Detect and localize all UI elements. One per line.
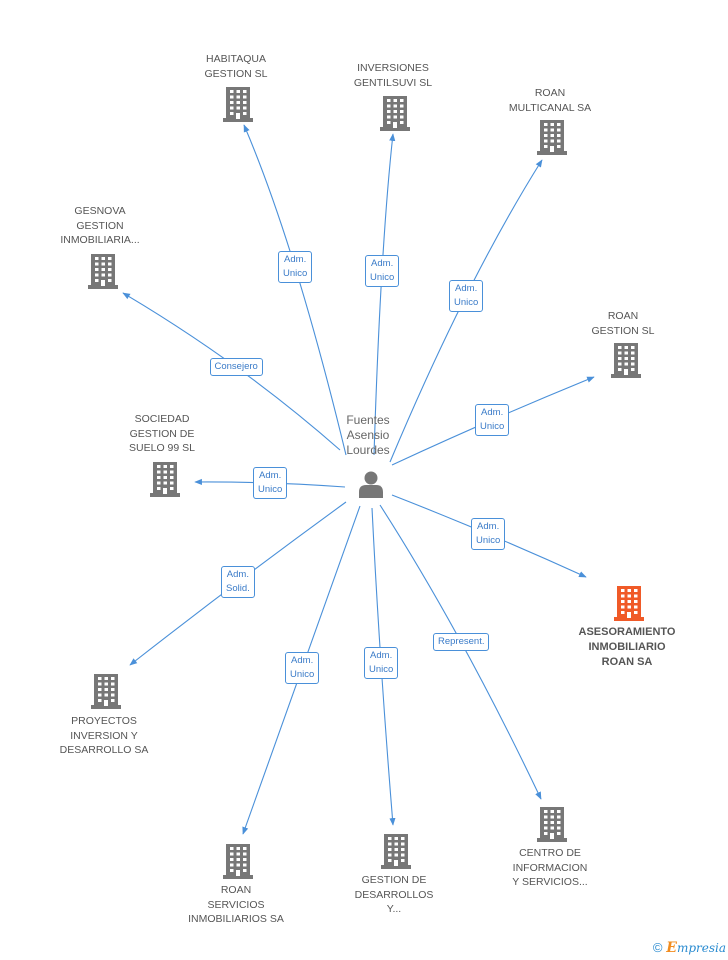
company-name-label[interactable]: SOCIEDAD GESTION DE SUELO 99 SL	[129, 413, 195, 454]
relation-label: Adm. Unico	[364, 647, 399, 679]
relation-label: Adm. Unico	[471, 518, 506, 550]
person-name-label[interactable]: Fuentes Asensio Lourdes	[346, 413, 390, 457]
company-name-label[interactable]: ROAN GESTION SL	[591, 310, 655, 337]
company-building-icon[interactable]	[150, 461, 180, 502]
brand-logo-text: mpresia	[676, 941, 726, 955]
company-building-icon[interactable]	[611, 342, 641, 383]
company-building-icon[interactable]	[88, 253, 118, 294]
company-name-label[interactable]: HABITAQUA GESTION SL	[204, 53, 268, 80]
company-name-label[interactable]: ROAN SERVICIOS INMOBILIARIOS SA	[188, 884, 284, 925]
copyright-symbol: ©	[652, 940, 663, 955]
relation-edge	[379, 504, 542, 800]
company-name-label[interactable]: CENTRO DE INFORMACION Y SERVICIOS...	[512, 847, 588, 888]
relation-label: Adm. Solid.	[221, 566, 255, 598]
company-name-label[interactable]: INVERSIONES GENTILSUVI SL	[353, 62, 433, 89]
company-building-icon[interactable]	[91, 673, 121, 714]
company-name-label[interactable]: GESTION DE DESARROLLOS Y...	[354, 874, 434, 915]
relation-label: Consejero	[209, 358, 263, 376]
relation-label: Adm. Unico	[253, 467, 288, 499]
brand-logo-letter: E	[666, 940, 677, 956]
company-name-label[interactable]: GESNOVA GESTION INMOBILIARIA...	[60, 205, 140, 246]
relation-edge	[373, 133, 396, 456]
relation-label: Adm. Unico	[285, 652, 320, 684]
relation-label: Adm. Unico	[365, 255, 400, 287]
relation-label: Adm. Unico	[475, 404, 510, 436]
company-building-icon[interactable]	[380, 95, 410, 136]
company-name-label[interactable]: ROAN MULTICANAL SA	[508, 87, 592, 114]
person-icon[interactable]	[357, 470, 385, 503]
company-building-icon[interactable]	[223, 86, 253, 127]
company-building-icon[interactable]	[537, 119, 567, 160]
company-building-icon[interactable]	[381, 833, 411, 874]
company-building-icon[interactable]	[537, 806, 567, 847]
company-building-icon[interactable]	[223, 843, 253, 884]
company-name-label[interactable]: ASESORAMIENTO INMOBILIARIO ROAN SA	[578, 626, 676, 668]
company-name-label[interactable]: PROYECTOS INVERSION Y DESARROLLO SA	[59, 715, 149, 756]
relation-label: Adm. Unico	[449, 280, 484, 312]
relation-edge	[243, 124, 347, 456]
relation-label: Represent.	[433, 633, 490, 651]
relation-label: Adm. Unico	[278, 251, 313, 283]
company-building-icon[interactable]	[614, 585, 644, 626]
footer-brand: © Empresia	[653, 940, 726, 956]
